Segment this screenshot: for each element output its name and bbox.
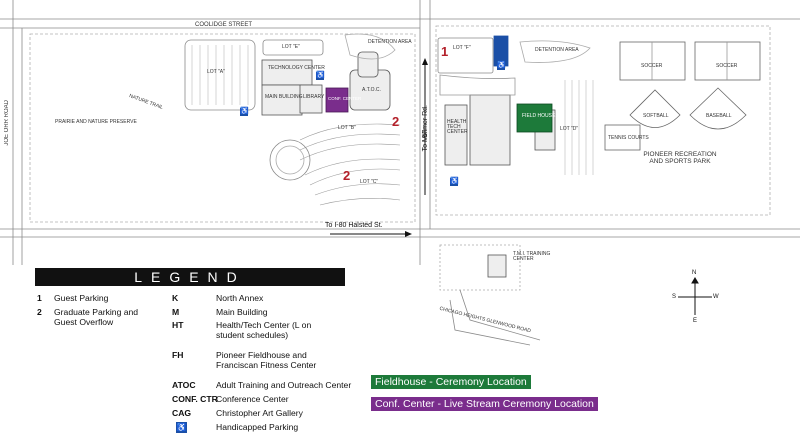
legend-desc: Christopher Art Gallery xyxy=(216,408,303,418)
pioneer-park-label: PIONEER RECREATION AND SPORTS PARK xyxy=(643,151,717,165)
legend-code: CONF. CTR xyxy=(172,394,218,404)
soccer-field-1 xyxy=(619,41,686,81)
legend-desc: Main Building xyxy=(216,307,268,317)
compass-s: S xyxy=(672,294,677,300)
graduate-parking-marker-1: 2 xyxy=(392,114,400,129)
legend-code: HT xyxy=(172,320,184,330)
conf-center-label: CONF. CENTER xyxy=(328,96,362,101)
compass-w: W xyxy=(713,294,719,300)
soccer-1-label: SOCCER xyxy=(641,63,663,69)
main-building xyxy=(261,84,303,116)
joe-orr-road-label: JOE ORR ROAD xyxy=(4,100,10,146)
legend-code: K xyxy=(172,293,179,303)
legend-desc: Graduate Parking and Guest Overflow xyxy=(54,307,139,328)
softball-field xyxy=(629,89,681,128)
conf-center-callout: Conf. Center - Live Stream Ceremony Loca… xyxy=(371,397,598,411)
legend-desc: Conference Center xyxy=(216,394,289,404)
health-tech-label: HEALTH TECH CENTER xyxy=(447,119,468,135)
conf-center-building xyxy=(325,87,349,113)
field-house-building xyxy=(516,103,553,133)
handicapped-icon: ♿ xyxy=(316,72,325,80)
legend-title: LEGEND xyxy=(35,268,345,286)
legend-code: 1 xyxy=(37,293,42,303)
legend-code: M xyxy=(172,307,180,317)
main-building-label: MAIN BUILDING xyxy=(265,94,303,100)
softball-label: SOFTBALL xyxy=(643,113,669,119)
lot-a-label: LOT "A" xyxy=(207,69,225,75)
handicapped-icon: ♿ xyxy=(240,108,249,116)
legend-code: CAG xyxy=(172,408,192,418)
halsted-label: To I-80 Halsted St. xyxy=(325,222,383,229)
library-label: LIBRARY xyxy=(303,94,325,100)
coolidge-street-label: COOLIDGE STREET xyxy=(195,22,253,28)
technology-center-building xyxy=(261,59,313,86)
legend-desc: Health/Tech Center (L on student schedul… xyxy=(216,320,312,341)
graduate-parking-marker-2: 2 xyxy=(343,168,351,183)
handicapped-icon: ♿ xyxy=(176,422,187,433)
lot-b-label: LOT "B" xyxy=(338,125,356,131)
lot-e-label: LOT "E" xyxy=(282,44,300,50)
health-tech-building xyxy=(444,104,468,166)
tennis-courts-label: TENNIS COURTS xyxy=(608,135,649,141)
guest-parking-marker: 1 xyxy=(441,44,449,59)
handicapped-icon: ♿ xyxy=(450,178,459,186)
compass-n: N xyxy=(692,270,697,276)
legend-right: K North Annex M Main Building HT Health/… xyxy=(172,293,372,443)
i57-label: To I-57 xyxy=(422,130,429,152)
compass xyxy=(678,277,712,315)
field-house-label: FIELD HOUSE xyxy=(522,113,556,119)
atoc-label: A.T.O.C. xyxy=(362,87,381,93)
tennis-courts xyxy=(604,124,641,151)
prairie-label: PRAIRIE AND NATURE PRESERVE xyxy=(55,119,137,125)
fieldhouse-callout: Fieldhouse - Ceremony Location xyxy=(371,375,531,389)
legend-desc: Adult Training and Outreach Center xyxy=(216,380,352,390)
tmi-label: T.M.I. TRAINING CENTER xyxy=(513,251,551,262)
legend-left: 1 Guest Parking 2 Graduate Parking and G… xyxy=(37,293,167,353)
library-building xyxy=(299,84,323,114)
lot-d-label: LOT "D" xyxy=(560,126,579,132)
baseball-label: BASEBALL xyxy=(706,113,732,119)
lot-c-label: LOT "C" xyxy=(360,179,379,185)
soccer-field-2 xyxy=(694,41,761,81)
legend-desc: Pioneer Fieldhouse and Franciscan Fitnes… xyxy=(216,350,317,371)
compass-e: E xyxy=(693,318,698,324)
detention-area-2-label: DETENTION AREA xyxy=(535,47,579,53)
legend-code: 2 xyxy=(37,307,42,317)
tmi-building xyxy=(487,254,507,278)
detention-area-1-label: DETENTION AREA xyxy=(368,39,412,45)
handicapped-icon: ♿ xyxy=(497,62,506,70)
legend-desc: Handicapped Parking xyxy=(216,422,299,432)
legend-desc: Guest Parking xyxy=(54,293,109,303)
legend-code: ATOC xyxy=(172,380,196,390)
lot-a-outline xyxy=(184,39,256,111)
lot-f-label: LOT "F" xyxy=(453,45,471,51)
technology-center-label: TECHNOLOGY CENTER xyxy=(268,65,325,71)
soccer-2-label: SOCCER xyxy=(716,63,738,69)
legend-desc: North Annex xyxy=(216,293,264,303)
baseball-field xyxy=(689,87,747,130)
legend-code: FH xyxy=(172,350,184,360)
